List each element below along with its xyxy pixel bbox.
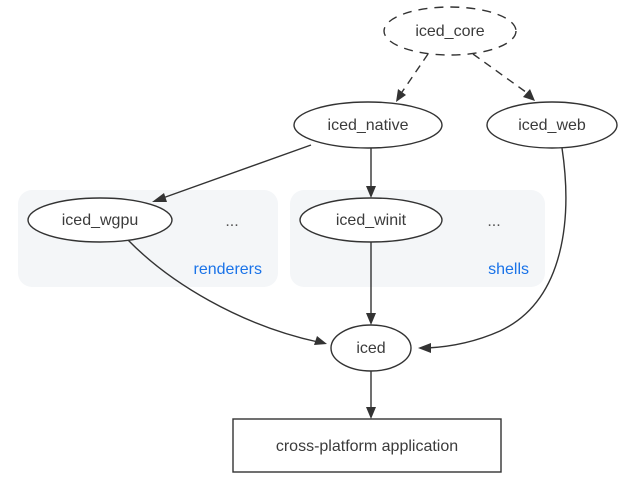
- node-iced-native[interactable]: iced_native: [293, 101, 443, 149]
- arrow-head-icon: [523, 89, 535, 101]
- arrow-head-icon: [366, 407, 376, 419]
- node-iced-native-label: iced_native: [328, 117, 409, 134]
- node-iced-native-ellipse[interactable]: [293, 101, 443, 149]
- edge-iced-core-to-iced-native: [396, 53, 429, 102]
- node-iced-core-ellipse[interactable]: [383, 6, 517, 56]
- node-application-rect[interactable]: [232, 418, 502, 473]
- arrow-head-icon: [366, 186, 376, 198]
- arrow-head-icon: [418, 343, 431, 353]
- node-iced[interactable]: iced: [330, 324, 412, 372]
- node-iced-winit-label: iced_winit: [336, 212, 407, 229]
- node-iced-web-ellipse[interactable]: [486, 101, 618, 149]
- node-iced-winit-ellipse[interactable]: [299, 197, 443, 243]
- node-application[interactable]: cross-platform application: [232, 418, 502, 473]
- edge-iced-web-to-iced: [418, 147, 567, 353]
- cluster-shells-ellipsis: ...: [487, 213, 500, 230]
- arrow-head-icon: [152, 193, 167, 202]
- cluster-renderers-label: renderers: [194, 261, 262, 278]
- edge-iced-wgpu-to-iced: [127, 239, 327, 345]
- node-iced-ellipse[interactable]: [330, 324, 412, 372]
- node-iced-wgpu[interactable]: iced_wgpu: [27, 197, 173, 243]
- edge-iced-native-to-iced-winit: [366, 148, 376, 198]
- edge-iced-native-to-iced-wgpu: [152, 144, 312, 202]
- node-iced-web[interactable]: iced_web: [486, 101, 618, 149]
- node-iced-core-label: iced_core: [415, 23, 484, 40]
- node-application-label: cross-platform application: [276, 438, 458, 455]
- arrow-head-icon: [314, 336, 327, 345]
- edge-iced-winit-to-iced: [366, 242, 376, 325]
- edge-iced-core-to-iced-web: [472, 53, 535, 101]
- node-iced-core[interactable]: iced_core: [383, 6, 517, 56]
- edge-iced-to-application: [366, 371, 376, 419]
- cluster-renderers-ellipsis: ...: [225, 213, 238, 230]
- cluster-shells-label: shells: [488, 261, 529, 278]
- node-iced-label: iced: [356, 340, 385, 357]
- arrow-head-icon: [366, 313, 376, 325]
- arrow-head-icon: [396, 89, 406, 102]
- node-iced-wgpu-ellipse[interactable]: [27, 197, 173, 243]
- node-iced-wgpu-label: iced_wgpu: [62, 212, 139, 229]
- node-iced-winit[interactable]: iced_winit: [299, 197, 443, 243]
- node-iced-web-label: iced_web: [518, 117, 586, 134]
